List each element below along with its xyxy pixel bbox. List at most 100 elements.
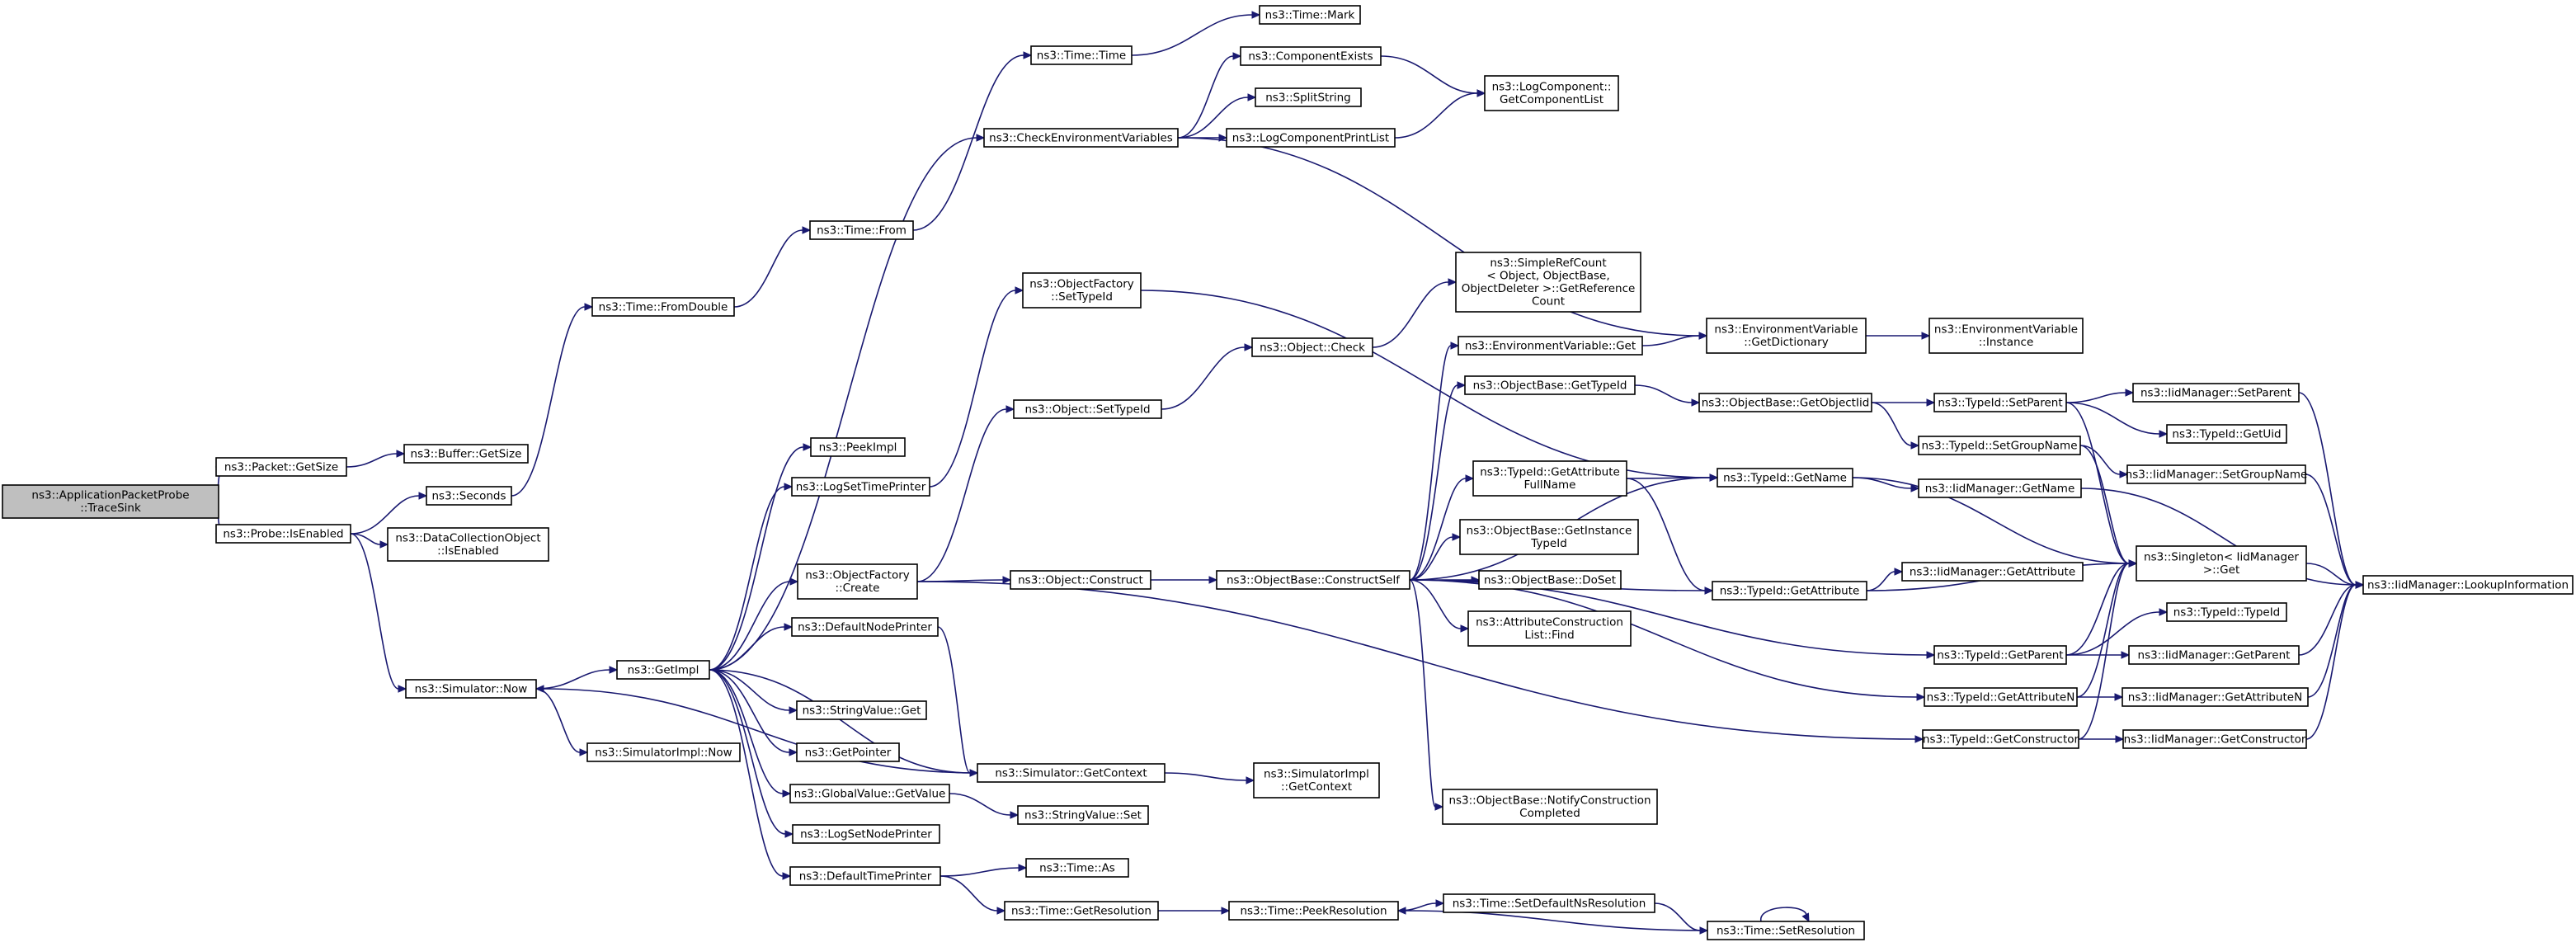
edge-line [535, 688, 581, 753]
node-label: ns3::IidManager::GetAttributeN [2128, 690, 2302, 704]
graph-node-ns3-time-getresolution[interactable]: ns3::Time::GetResolution [1004, 901, 1159, 921]
graph-node-ns3-object-settypeid[interactable]: ns3::Object::SetTypeId [1013, 399, 1162, 419]
graph-node-ns3-iidmanager-setparent[interactable]: ns3::IidManager::SetParent [2132, 383, 2300, 403]
node-label: ns3::Singleton< IidManager [2144, 551, 2299, 564]
edge-arrowhead [1691, 398, 1701, 407]
graph-node-ns3-buffer-getsize[interactable]: ns3::Buffer::GetSize [403, 444, 529, 464]
node-label: ns3::IidManager::GetParent [2138, 648, 2291, 662]
graph-node-ns3-logcomponentprintlist[interactable]: ns3::LogComponentPrintList [1226, 128, 1396, 148]
graph-node-ns3-defaulttimeprinter[interactable]: ns3::DefaultTimePrinter [789, 866, 941, 886]
graph-node-ns3-environmentvariable-instance[interactable]: ns3::EnvironmentVariable::Instance [1928, 318, 2084, 354]
graph-node-ns3-applicationpacketprobe-tracesink[interactable]: ns3::ApplicationPacketProbe::TraceSink [2, 484, 219, 519]
graph-node-ns3-objectbase-getobjectiid[interactable]: ns3::ObjectBase::GetObjectIid [1698, 393, 1872, 412]
graph-node-ns3-simulatorimpl-getcontext[interactable]: ns3::SimulatorImpl::GetContext [1253, 762, 1380, 799]
graph-node-ns3-iidmanager-getname[interactable]: ns3::IidManager::GetName [1918, 478, 2082, 498]
graph-node-ns3-logsetnodeprinter[interactable]: ns3::LogSetNodePrinter [792, 824, 940, 844]
graph-node-ns3-time-time[interactable]: ns3::Time::Time [1030, 45, 1133, 65]
graph-node-ns3-typeid-getuid[interactable]: ns3::TypeId::GetUid [2166, 424, 2287, 444]
node-label: ns3::IidManager::SetGroupName [2126, 468, 2308, 481]
node-label: ns3::Time::As [1039, 861, 1115, 874]
graph-node-ns3-seconds[interactable]: ns3::Seconds [426, 486, 512, 506]
graph-node-ns3-probe-isenabled[interactable]: ns3::Probe::IsEnabled [215, 524, 351, 544]
graph-node-ns3-singleton-iidmanager-get[interactable]: ns3::Singleton< IidManager>::Get [2136, 545, 2307, 582]
edge-arrowhead [976, 134, 986, 142]
edge-line [1760, 907, 1807, 922]
graph-node-ns3-iidmanager-getattributen[interactable]: ns3::IidManager::GetAttributeN [2122, 687, 2309, 707]
graph-node-ns3-componentexists[interactable]: ns3::ComponentExists [1240, 46, 1382, 66]
graph-node-ns3-typeid-getconstructor[interactable]: ns3::TypeId::GetConstructor [1922, 729, 2079, 749]
graph-node-ns3-objectbase-notifyconstruction-completed[interactable]: ns3::ObjectBase::NotifyConstructionCompl… [1442, 789, 1658, 825]
graph-node-ns3-logsettimeprinter[interactable]: ns3::LogSetTimePrinter [791, 477, 930, 497]
graph-node-ns3-object-construct[interactable]: ns3::Object::Construct [1010, 570, 1151, 590]
graph-node-ns3-time-mark[interactable]: ns3::Time::Mark [1259, 5, 1361, 25]
graph-node-ns3-globalvalue-getvalue[interactable]: ns3::GlobalValue::GetValue [789, 784, 950, 803]
node-label: ns3::LogComponentPrintList [1232, 131, 1389, 144]
edge-arrowhead [1435, 899, 1445, 907]
edge-line [1866, 571, 1896, 591]
graph-node-ns3-datacollectionobject-isenabled[interactable]: ns3::DataCollectionObject::IsEnabled [387, 527, 549, 562]
edge-line [709, 669, 971, 774]
edge-n11-to-n27 [709, 669, 794, 838]
graph-node-ns3-time-from[interactable]: ns3::Time::From [809, 220, 914, 240]
graph-node-ns3-iidmanager-lookupinformation[interactable]: ns3::IidManager::LookupInformation [2362, 575, 2574, 595]
edge-n9-to-n10 [1131, 11, 1261, 56]
graph-node-ns3-typeid-getname[interactable]: ns3::TypeId::GetName [1717, 468, 1853, 488]
graph-node-ns3-iidmanager-getconstructor[interactable]: ns3::IidManager::GetConstructor [2122, 729, 2307, 749]
graph-node-ns3-objectbase-doset[interactable]: ns3::ObjectBase::DoSet [1478, 570, 1622, 590]
graph-node-ns3-stringvalue-get[interactable]: ns3::StringValue::Get [796, 700, 927, 720]
graph-node-ns3-objectfactory-settypeid[interactable]: ns3::ObjectFactory::SetTypeId [1022, 272, 1142, 309]
graph-node-ns3-simulator-getcontext[interactable]: ns3::Simulator::GetContext [977, 763, 1166, 783]
graph-node-ns3-simulatorimpl-now[interactable]: ns3::SimulatorImpl::Now [586, 742, 741, 762]
graph-node-ns3-typeid-getattribute[interactable]: ns3::TypeId::GetAttribute [1712, 581, 1867, 601]
graph-node-ns3-environmentvariable-getdictionary[interactable]: ns3::EnvironmentVariable::GetDictionary [1706, 318, 1867, 354]
edge-n30-to-n36 [1151, 576, 1218, 584]
graph-node-ns3-stringvalue-set[interactable]: ns3::StringValue::Set [1017, 805, 1149, 825]
node-box [1924, 687, 2078, 707]
edge-n11-to-n26 [709, 669, 792, 798]
graph-node-ns3-simulator-now[interactable]: ns3::Simulator::Now [405, 679, 537, 699]
graph-node-ns3-logcomponent-getcomponentlist[interactable]: ns3::LogComponent::GetComponentList [1484, 75, 1619, 111]
graph-node-ns3-iidmanager-getparent[interactable]: ns3::IidManager::GetParent [2128, 645, 2300, 665]
edge-n21-to-n59 [916, 581, 1924, 743]
graph-node-ns3-iidmanager-getattribute[interactable]: ns3::IidManager::GetAttribute [1901, 562, 2084, 582]
graph-node-ns3-getpointer[interactable]: ns3::GetPointer [796, 742, 900, 762]
edge-arrowhead [1218, 134, 1228, 142]
graph-node-ns3-object-check[interactable]: ns3::Object::Check [1251, 337, 1373, 357]
graph-node-ns3-time-setdefaultnsresolution[interactable]: ns3::Time::SetDefaultNsResolution [1443, 893, 1655, 913]
graph-node-ns3-getimpl[interactable]: ns3::GetImpl [616, 660, 710, 680]
graph-node-ns3-objectfactory-create[interactable]: ns3::ObjectFactory::Create [797, 563, 918, 600]
graph-node-ns3-iidmanager-setgroupname[interactable]: ns3::IidManager::SetGroupName [2126, 464, 2308, 484]
graph-node-ns3-packet-getsize[interactable]: ns3::Packet::GetSize [215, 457, 347, 477]
edge-n67-to-n68 [2305, 581, 2365, 740]
edge-arrowhead [396, 450, 406, 458]
node-label: ns3::ApplicationPacketProbe [31, 489, 189, 502]
graph-node-ns3-time-peekresolution[interactable]: ns3::Time::PeekResolution [1228, 901, 1399, 921]
edge-line [1409, 345, 1452, 581]
graph-node-ns3-typeid-getattributen[interactable]: ns3::TypeId::GetAttributeN [1924, 687, 2078, 707]
graph-node-ns3-defaultnodeprinter[interactable]: ns3::DefaultNodePrinter [791, 617, 939, 637]
graph-node-ns3-objectbase-gettypeid[interactable]: ns3::ObjectBase::GetTypeId [1464, 375, 1636, 395]
graph-node-ns3-peekimpl[interactable]: ns3::PeekImpl [810, 437, 906, 457]
graph-node-ns3-time-as[interactable]: ns3::Time::As [1025, 858, 1129, 878]
graph-node-ns3-checkenvironmentvariables[interactable]: ns3::CheckEnvironmentVariables [983, 128, 1179, 148]
graph-node-ns3-splitstring[interactable]: ns3::SplitString [1255, 87, 1362, 107]
node-box [2126, 464, 2306, 484]
edge-n62-to-n68 [2305, 474, 2365, 589]
graph-node-ns3-environmentvariable-get[interactable]: ns3::EnvironmentVariable::Get [1458, 336, 1643, 356]
edge-arrowhead [789, 577, 799, 586]
node-label: ns3::Packet::GetSize [224, 460, 338, 474]
graph-node-ns3-time-setresolution[interactable]: ns3::Time::SetResolution [1707, 921, 1865, 940]
graph-node-ns3-objectbase-constructself[interactable]: ns3::ObjectBase::ConstructSelf [1216, 570, 1410, 590]
node-box [2362, 575, 2574, 595]
graph-node-ns3-typeid-getparent[interactable]: ns3::TypeId::GetParent [1933, 645, 2067, 665]
graph-node-ns3-time-fromdouble[interactable]: ns3::Time::FromDouble [591, 297, 735, 317]
graph-node-ns3-typeid-setparent[interactable]: ns3::TypeId::SetParent [1933, 393, 2067, 412]
graph-node-ns3-simplerefcount-object-objectbase-objectdeleter-getreference-count[interactable]: ns3::SimpleRefCount< Object, ObjectBase,… [1455, 252, 1641, 313]
node-box [1706, 318, 1867, 354]
graph-node-ns3-typeid-typeid[interactable]: ns3::TypeId::TypeId [2166, 602, 2287, 622]
edge-n11-to-n24 [709, 669, 798, 756]
graph-node-ns3-typeid-setgroupname[interactable]: ns3::TypeId::SetGroupName [1918, 436, 2081, 455]
